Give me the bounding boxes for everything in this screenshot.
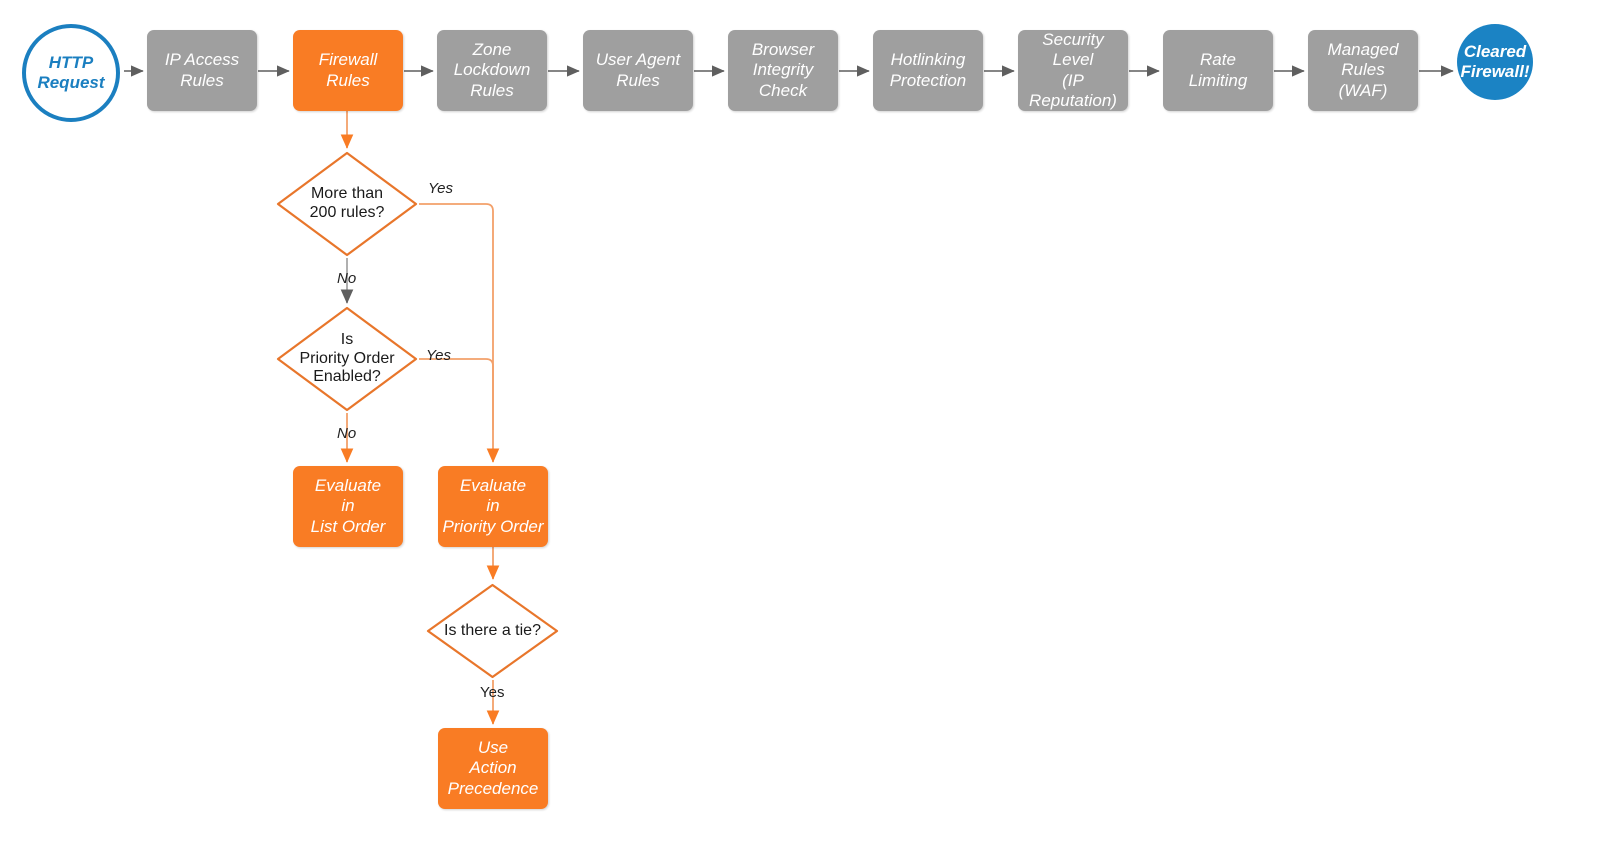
- edge-label-yes-priority-order: Yes: [426, 347, 452, 364]
- decision-label-is-there-a-tie: Is there a tie?: [444, 621, 541, 639]
- diamond-shape-more-than-200: [276, 151, 418, 257]
- edge-label-no-more-than-200: No: [337, 270, 357, 287]
- edge-label-yes-is-there-a-tie: Yes: [480, 684, 505, 701]
- decision-is-there-a-tie[interactable]: Is there a tie?: [425, 582, 560, 680]
- diamond-shape-priority-order: [276, 306, 418, 412]
- edge-yes-more-than-200: [419, 203, 500, 463]
- diamond-shape-is-there-a-tie: [426, 583, 559, 679]
- edge-label-no-priority-order: No: [337, 425, 357, 442]
- edge-label-yes-more-than-200: Yes: [428, 180, 454, 197]
- edge-yes-priority-order: [419, 358, 494, 430]
